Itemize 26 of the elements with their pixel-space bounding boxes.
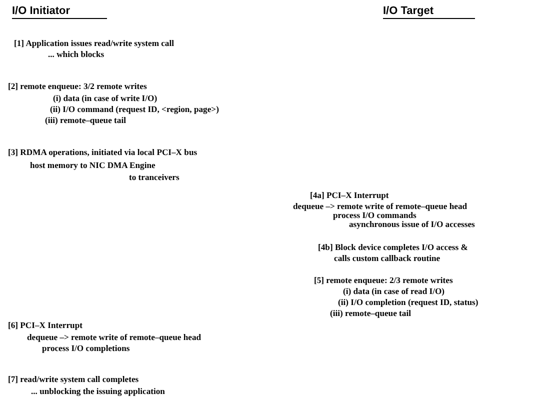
step-text: [4a] PCI–X Interrupt: [310, 190, 389, 200]
step-text: (iii) remote–queue tail: [45, 115, 126, 125]
step-text: [1] Application issues read/write system call: [14, 38, 174, 48]
step-text: (iii) remote–queue tail: [330, 308, 411, 318]
step-text: dequeue –> remote write of remote–queue head: [293, 201, 468, 211]
step-text: dequeue –> remote write of remote–queue head: [27, 332, 202, 342]
step-text: ... unblocking the issuing application: [31, 386, 165, 396]
step-text: ... which blocks: [48, 49, 104, 59]
step-text: host memory to NIC DMA Engine: [30, 160, 156, 170]
section-heading: I/O Initiator: [12, 5, 107, 19]
step-text: calls custom callback routine: [334, 253, 440, 263]
step-text: [6] PCI–X Interrupt: [8, 320, 82, 330]
step-text: to tranceivers: [129, 172, 180, 182]
step-text: [3] RDMA operations, initiated via local PCI–X bus: [8, 147, 198, 157]
step-text: (ii) I/O completion (request ID, status): [338, 297, 478, 307]
step-text: [4b] Block device completes I/O access &: [318, 242, 468, 252]
step-text: process I/O completions: [42, 343, 130, 353]
step-text: [2] remote enqueue: 3/2 remote writes: [8, 81, 147, 91]
step-text: (i) data (in case of write I/O): [53, 93, 158, 103]
step-text: asynchronous issue of I/O accesses: [349, 219, 475, 229]
step-text: [5] remote enqueue: 2/3 remote writes: [314, 275, 453, 285]
step-text: (ii) I/O command (request ID, <region, page>): [50, 104, 219, 114]
section-heading: I/O Target: [383, 5, 475, 19]
step-text: process I/O commands: [333, 210, 416, 220]
step-text: (i) data (in case of read I/O): [343, 286, 445, 296]
step-text: [7] read/write system call completes: [8, 374, 139, 384]
